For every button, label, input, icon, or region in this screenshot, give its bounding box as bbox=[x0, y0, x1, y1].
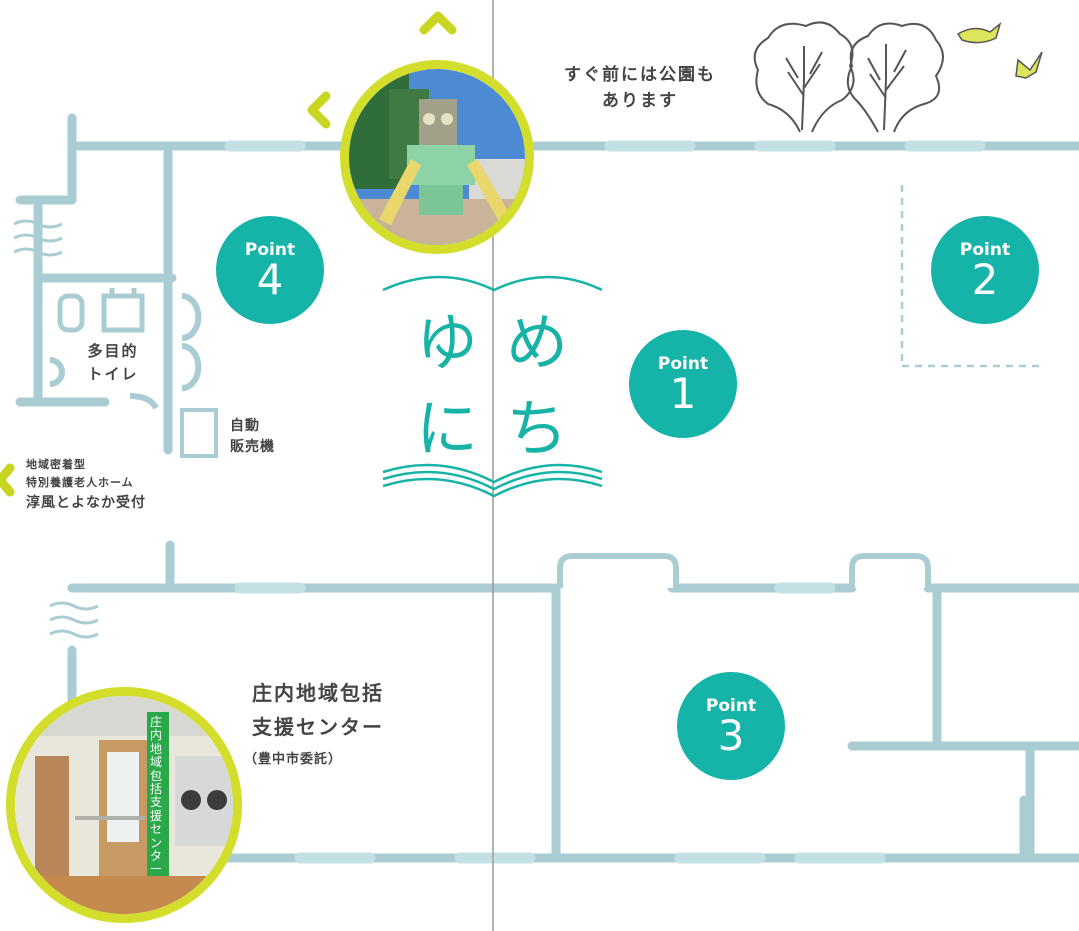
arrow-chevron-icon bbox=[307, 91, 331, 129]
point-badge-2: Point 2 bbox=[931, 216, 1039, 324]
wind-icon bbox=[49, 601, 99, 639]
vending-machine-shape bbox=[180, 408, 218, 458]
arrow-chevron-icon bbox=[0, 463, 15, 497]
point-label: Point bbox=[657, 354, 709, 374]
point-label: Point bbox=[705, 696, 757, 716]
point-label: Point bbox=[959, 240, 1011, 260]
tree-icon bbox=[846, 22, 944, 133]
logo-char: に bbox=[416, 392, 479, 465]
point-number: 2 bbox=[971, 255, 999, 304]
arrow-chevron-icon bbox=[419, 11, 457, 35]
point-badge-3: Point 3 bbox=[677, 672, 785, 780]
park-caption: すぐ前には公園も あります bbox=[564, 65, 716, 111]
toilet-icon bbox=[57, 288, 145, 333]
logo-char: ゆ bbox=[416, 306, 479, 379]
window-bay bbox=[557, 553, 679, 588]
point-badge-4: Point 4 bbox=[216, 216, 324, 324]
point-label: Point bbox=[244, 240, 296, 260]
photo-sign-text: 庄内地域包括支援センター bbox=[150, 715, 163, 877]
dashed-boundary bbox=[900, 185, 1044, 368]
facility-line-2: 特別養護老人ホーム bbox=[26, 476, 134, 489]
park-photo bbox=[340, 60, 534, 254]
logo-char: め bbox=[506, 306, 569, 379]
window-bay bbox=[849, 553, 931, 588]
bird-icon bbox=[1015, 51, 1043, 79]
toilet-label: 多目的 トイレ bbox=[87, 342, 139, 383]
tree-icon bbox=[753, 21, 855, 133]
facility-line-3: 淳風とよなか受付 bbox=[26, 495, 146, 511]
point-number: 4 bbox=[256, 255, 284, 304]
vending-machine-label: 自動 販売機 bbox=[230, 418, 275, 455]
facility-line-1: 地域密着型 bbox=[26, 458, 86, 471]
door-swing-icon bbox=[49, 293, 202, 410]
point-badge-1: Point 1 bbox=[629, 330, 737, 438]
point-number: 3 bbox=[717, 711, 745, 760]
support-center-photo: 庄内地域包括支援センター bbox=[6, 687, 242, 923]
support-center-name: 庄内地域包括 支援センター bbox=[252, 681, 384, 739]
support-center-note: （豊中市委託） bbox=[244, 752, 343, 767]
bird-icon bbox=[956, 21, 1002, 44]
book-lines-icon bbox=[382, 275, 603, 498]
point-number: 1 bbox=[669, 369, 697, 418]
wind-icon bbox=[13, 219, 63, 257]
facility-reception-label: 地域密着型 特別養護老人ホーム 淳風とよなか受付 bbox=[26, 456, 246, 514]
logo-char: ち bbox=[506, 392, 569, 465]
